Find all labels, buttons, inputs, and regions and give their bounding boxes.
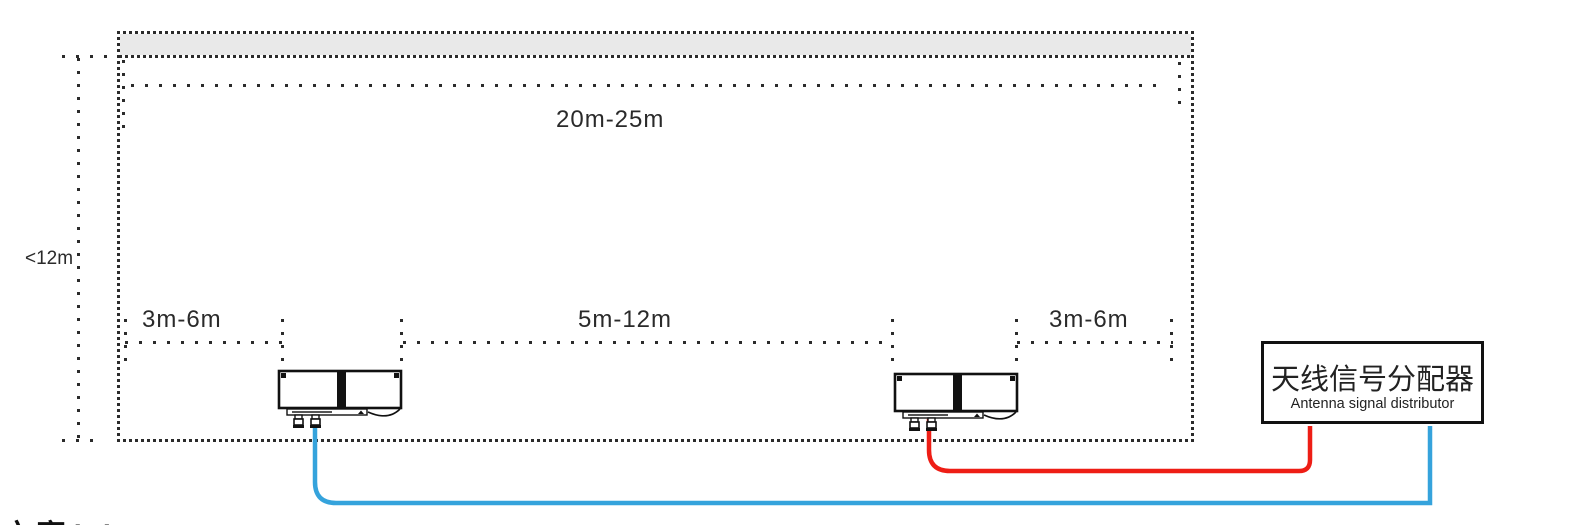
distributor-title-en: Antenna signal distributor xyxy=(1290,396,1455,413)
ceiling-beam-underside xyxy=(119,55,1192,58)
inner-zone-line-top xyxy=(131,84,1166,87)
inner-zone-line-right xyxy=(1178,62,1181,114)
dimension-tick xyxy=(1170,319,1173,369)
antenna-stripe xyxy=(953,373,962,412)
left-gap-label: 3m-6m xyxy=(142,306,222,333)
height-dimension-tick-bottom xyxy=(62,439,104,442)
antenna-stripe xyxy=(337,370,346,409)
room-outline-top xyxy=(117,31,1194,34)
antenna-port xyxy=(293,414,304,428)
room-outline-left xyxy=(117,31,120,442)
inner-zone-line-left xyxy=(122,60,125,132)
left-gap-dimension-line xyxy=(125,341,283,344)
dimension-tick xyxy=(891,319,894,369)
room-outline-right xyxy=(1191,31,1194,442)
antenna-signal-distributor: 天线信号分配器 Antenna signal distributor xyxy=(1261,341,1484,424)
dimension-tick xyxy=(400,319,403,369)
antenna-pigtail-wire xyxy=(367,408,401,417)
room-height-label: <12m xyxy=(25,248,74,269)
antenna-port xyxy=(909,417,920,431)
room-outline-bottom xyxy=(117,439,1194,442)
ceiling-beam xyxy=(120,34,1191,55)
height-dimension-line xyxy=(77,58,80,440)
antenna-right xyxy=(892,372,1026,439)
right-gap-label: 3m-6m xyxy=(1049,306,1129,333)
room-width-label: 20m-25m xyxy=(556,106,665,133)
antenna-port xyxy=(310,414,321,428)
blue-cable xyxy=(312,419,1433,506)
section-caption-partial: 方案(2) xyxy=(2,511,119,525)
antenna-port xyxy=(926,417,937,431)
center-gap-dimension-line xyxy=(403,341,893,344)
dimension-tick xyxy=(124,319,127,369)
center-gap-label: 5m-12m xyxy=(578,306,673,333)
distributor-title-cn: 天线信号分配器 xyxy=(1270,363,1474,396)
dimension-tick xyxy=(1015,319,1018,369)
right-gap-dimension-line xyxy=(1017,341,1173,344)
antenna-pigtail-wire xyxy=(983,411,1017,420)
dimension-tick xyxy=(281,319,284,369)
antenna-left xyxy=(276,369,410,436)
height-dimension-tick-top xyxy=(62,55,107,58)
